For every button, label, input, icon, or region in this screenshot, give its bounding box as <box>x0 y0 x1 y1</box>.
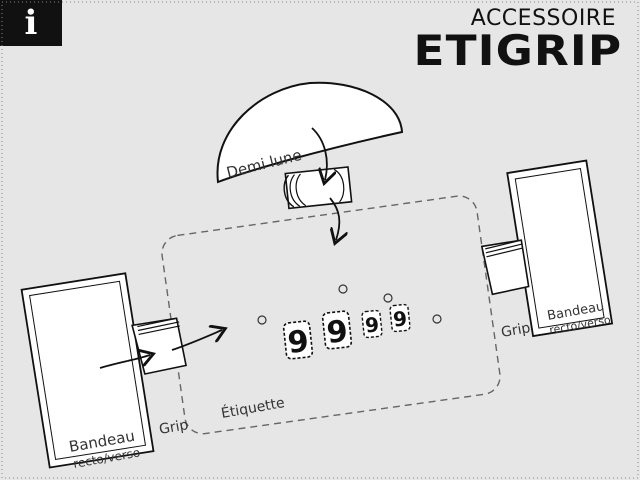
title-line-2: ETIGRIP <box>413 26 622 75</box>
digit-plate-2: 9 <box>321 310 353 351</box>
hole <box>338 284 348 294</box>
info-icon: i <box>24 3 38 43</box>
arrow-grip-left <box>171 330 222 351</box>
label-grip-right: Grip <box>500 320 532 341</box>
digit-plate-3: 9 <box>361 309 383 339</box>
digit: 9 <box>364 312 380 337</box>
digit: 9 <box>392 306 408 331</box>
label-etiquette: Étiquette <box>220 394 286 422</box>
label-grip-left: Grip <box>158 417 190 438</box>
digit: 9 <box>286 324 310 361</box>
arrow-bandeau-left <box>99 355 150 369</box>
hole <box>257 315 267 325</box>
hole <box>432 314 442 324</box>
demi-lune-shape <box>216 81 404 184</box>
grip-top <box>283 166 353 210</box>
digit: 9 <box>325 314 349 351</box>
info-badge: i <box>0 0 62 46</box>
digit-plate-4: 9 <box>389 303 411 333</box>
arrow-demi-lune <box>311 127 327 180</box>
grip-right <box>480 239 530 296</box>
digit-plate-1: 9 <box>282 320 314 361</box>
hole <box>383 293 393 303</box>
arrow-grip-top <box>329 197 339 240</box>
title-line-1: ACCESSOIRE <box>470 6 616 31</box>
